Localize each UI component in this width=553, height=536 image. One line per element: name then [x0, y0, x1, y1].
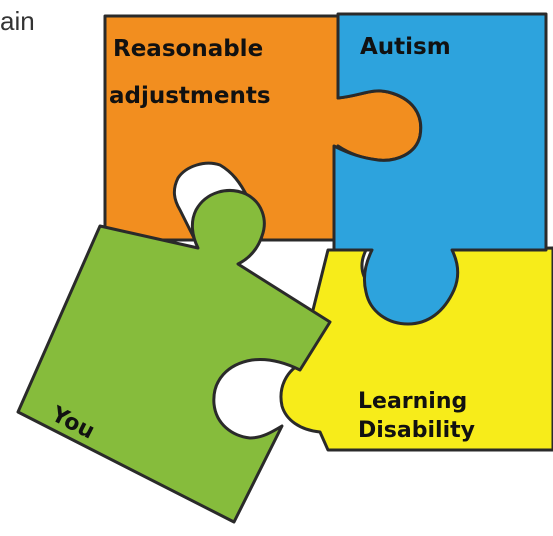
learning-disability-label-line1: Learning: [358, 389, 467, 414]
reasonable-adjustments-label-line1: Reasonable: [113, 36, 263, 62]
cut-off-heading-fragment: ain: [0, 6, 35, 36]
learning-disability-label-line2: Disability: [358, 418, 475, 443]
autism-piece: Autism: [332, 12, 548, 326]
you-piece-shape: [16, 189, 332, 524]
reasonable-adjustments-label-line2: adjustments: [109, 83, 271, 109]
you-piece: You: [16, 189, 332, 524]
autism-piece-shape: [332, 12, 548, 326]
autism-label: Autism: [360, 34, 451, 60]
